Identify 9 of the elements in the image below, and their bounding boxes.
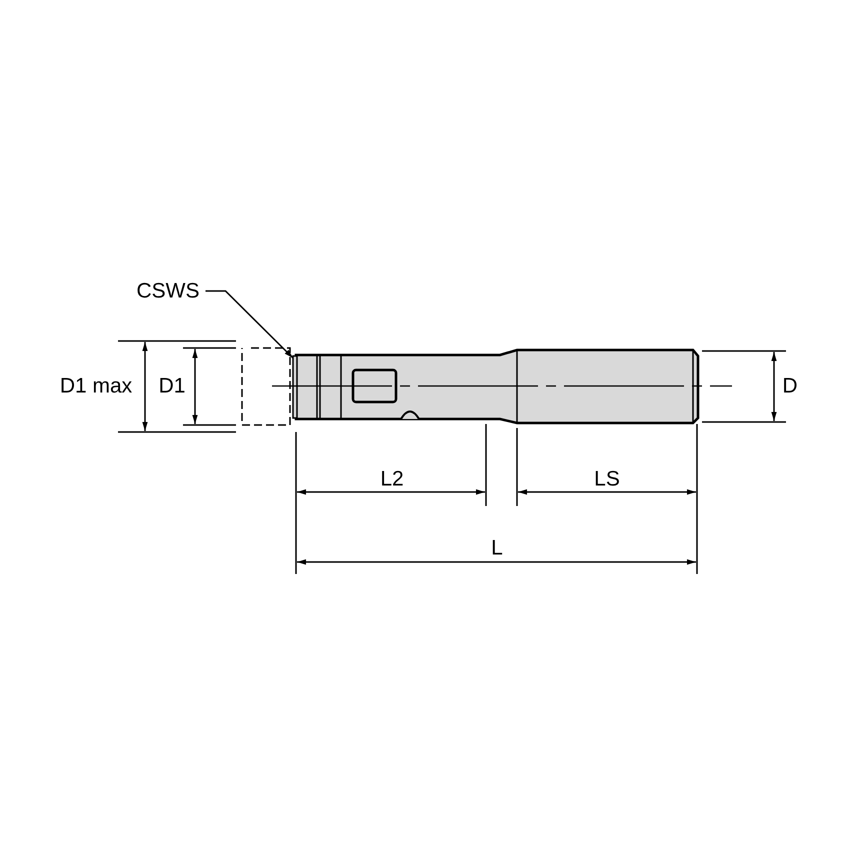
tool-drawing	[241, 347, 732, 426]
dimension-label: D	[782, 376, 798, 396]
dimension-label: L2	[380, 468, 404, 490]
dimension-label: LS	[594, 468, 620, 490]
dimension-label: D1	[158, 376, 186, 396]
dimension-label: L	[491, 538, 503, 558]
leader-line	[206, 290, 294, 359]
callout-label: CSWS	[136, 280, 200, 302]
dimension-label: D1 max	[60, 376, 132, 396]
